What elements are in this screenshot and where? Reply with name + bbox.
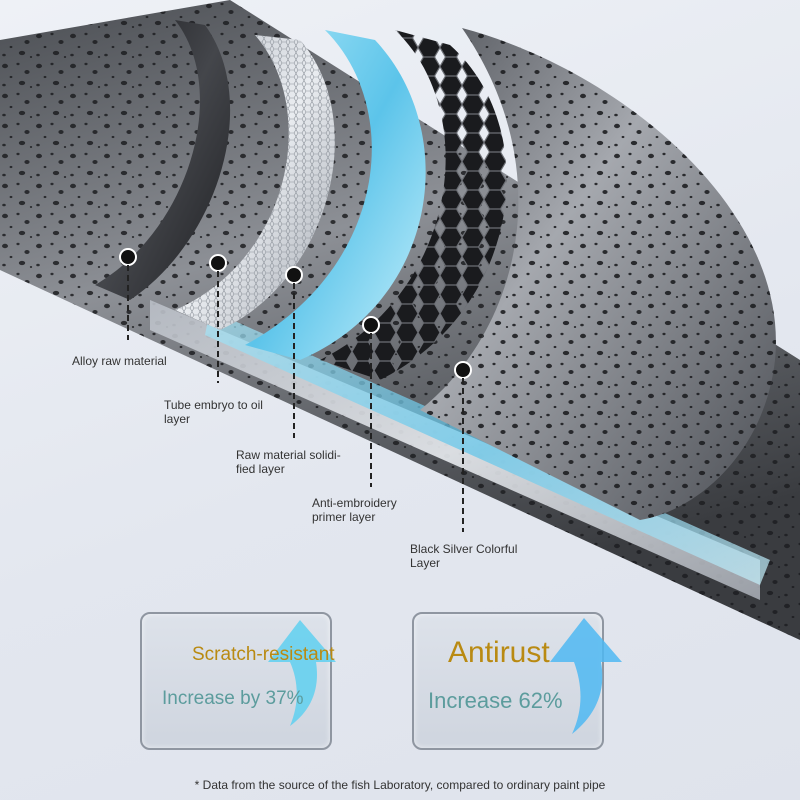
antirust-card: Antirust Increase 62% bbox=[412, 612, 622, 750]
layer-label-primer: Anti-embroidery primer layer bbox=[312, 496, 397, 524]
layer-label-alloy: Alloy raw material bbox=[72, 354, 167, 368]
up-arrow-icon bbox=[268, 620, 336, 726]
callout-marker-1 bbox=[119, 248, 137, 340]
card-title: Scratch-resistant bbox=[192, 644, 335, 665]
scratch-resistant-card: Scratch-resistant Increase by 37% bbox=[140, 612, 336, 750]
callout-marker-3 bbox=[285, 266, 303, 438]
card-value: Increase by 37% bbox=[162, 688, 304, 709]
callout-marker-4 bbox=[362, 316, 380, 487]
layer-label-solidified: Raw material solidi-fied layer bbox=[236, 448, 341, 476]
card-value: Increase 62% bbox=[428, 688, 563, 713]
card-title: Antirust bbox=[448, 636, 550, 669]
layer-shell-mesh-texture bbox=[175, 35, 335, 330]
layer-shell-cyan bbox=[245, 30, 426, 360]
footnote: * Data from the source of the fish Labor… bbox=[194, 778, 606, 792]
layer-shell-hex bbox=[320, 30, 507, 380]
callout-marker-5 bbox=[454, 361, 472, 532]
layer-label-tube-embryo: Tube embryo to oil layer bbox=[164, 398, 263, 426]
up-arrow-icon bbox=[550, 618, 622, 734]
layer-shell-outer-speckle bbox=[420, 28, 776, 520]
cyan-strip bbox=[205, 310, 770, 585]
callout-marker-2 bbox=[209, 254, 227, 383]
layer-shell-dark bbox=[95, 20, 231, 300]
layer-label-colorful: Black Silver Colorful Layer bbox=[410, 542, 518, 570]
